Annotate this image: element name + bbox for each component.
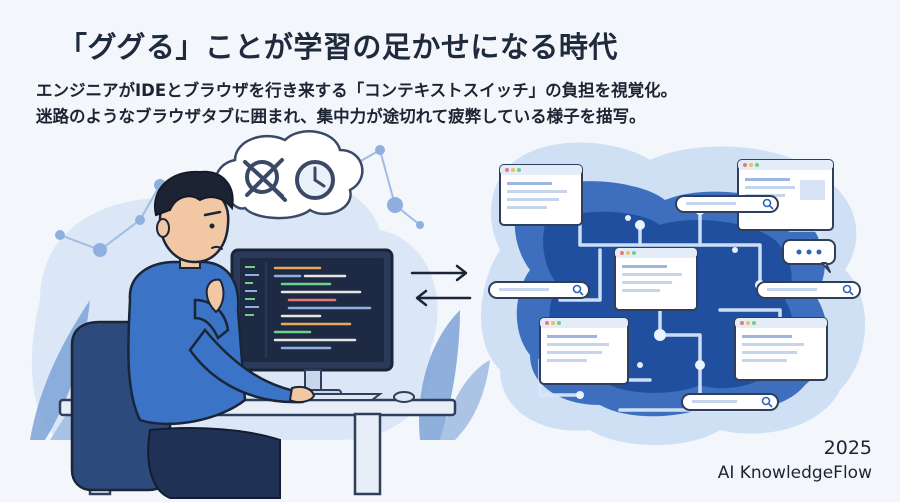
search-icon [572,284,584,296]
mouse [393,391,415,403]
chat-bubble [782,239,836,273]
browser-window [734,317,828,381]
search-bar [488,281,590,299]
browser-maze [481,142,866,445]
browser-window [539,317,629,385]
search-icon [762,198,774,210]
code-lines [273,266,372,350]
clock-icon [295,160,335,200]
crossed-search-icon [243,158,287,202]
subtitle-line-2: 迷路のようなブラウザタブに囲まれ、集中力が途切れて疲弊している様子を描写。 [36,107,646,126]
footer-year: 2025 [823,437,872,459]
browser-window [614,247,698,311]
search-bar [675,195,779,213]
search-bar [756,281,861,299]
page-title: 「ググる」ことが学習の足かせになる時代 [58,30,618,64]
search-icon [842,284,854,296]
person [127,170,316,499]
subtitle: エンジニアがIDEとブラウザを行き来する「コンテキストスイッチ」の負担を視覚化。… [36,78,677,130]
arrow-right-icon [410,264,468,282]
code-sidebar [245,266,259,316]
search-bar [681,393,779,411]
arrow-left-icon [415,289,472,307]
subtitle-line-1: エンジニアがIDEとブラウザを行き来する「コンテキストスイッチ」の負担を視覚化。 [36,81,678,100]
search-icon [761,396,773,408]
monitor [230,248,394,400]
footer-brand: AI KnowledgeFlow [717,463,872,483]
browser-window [499,164,583,226]
